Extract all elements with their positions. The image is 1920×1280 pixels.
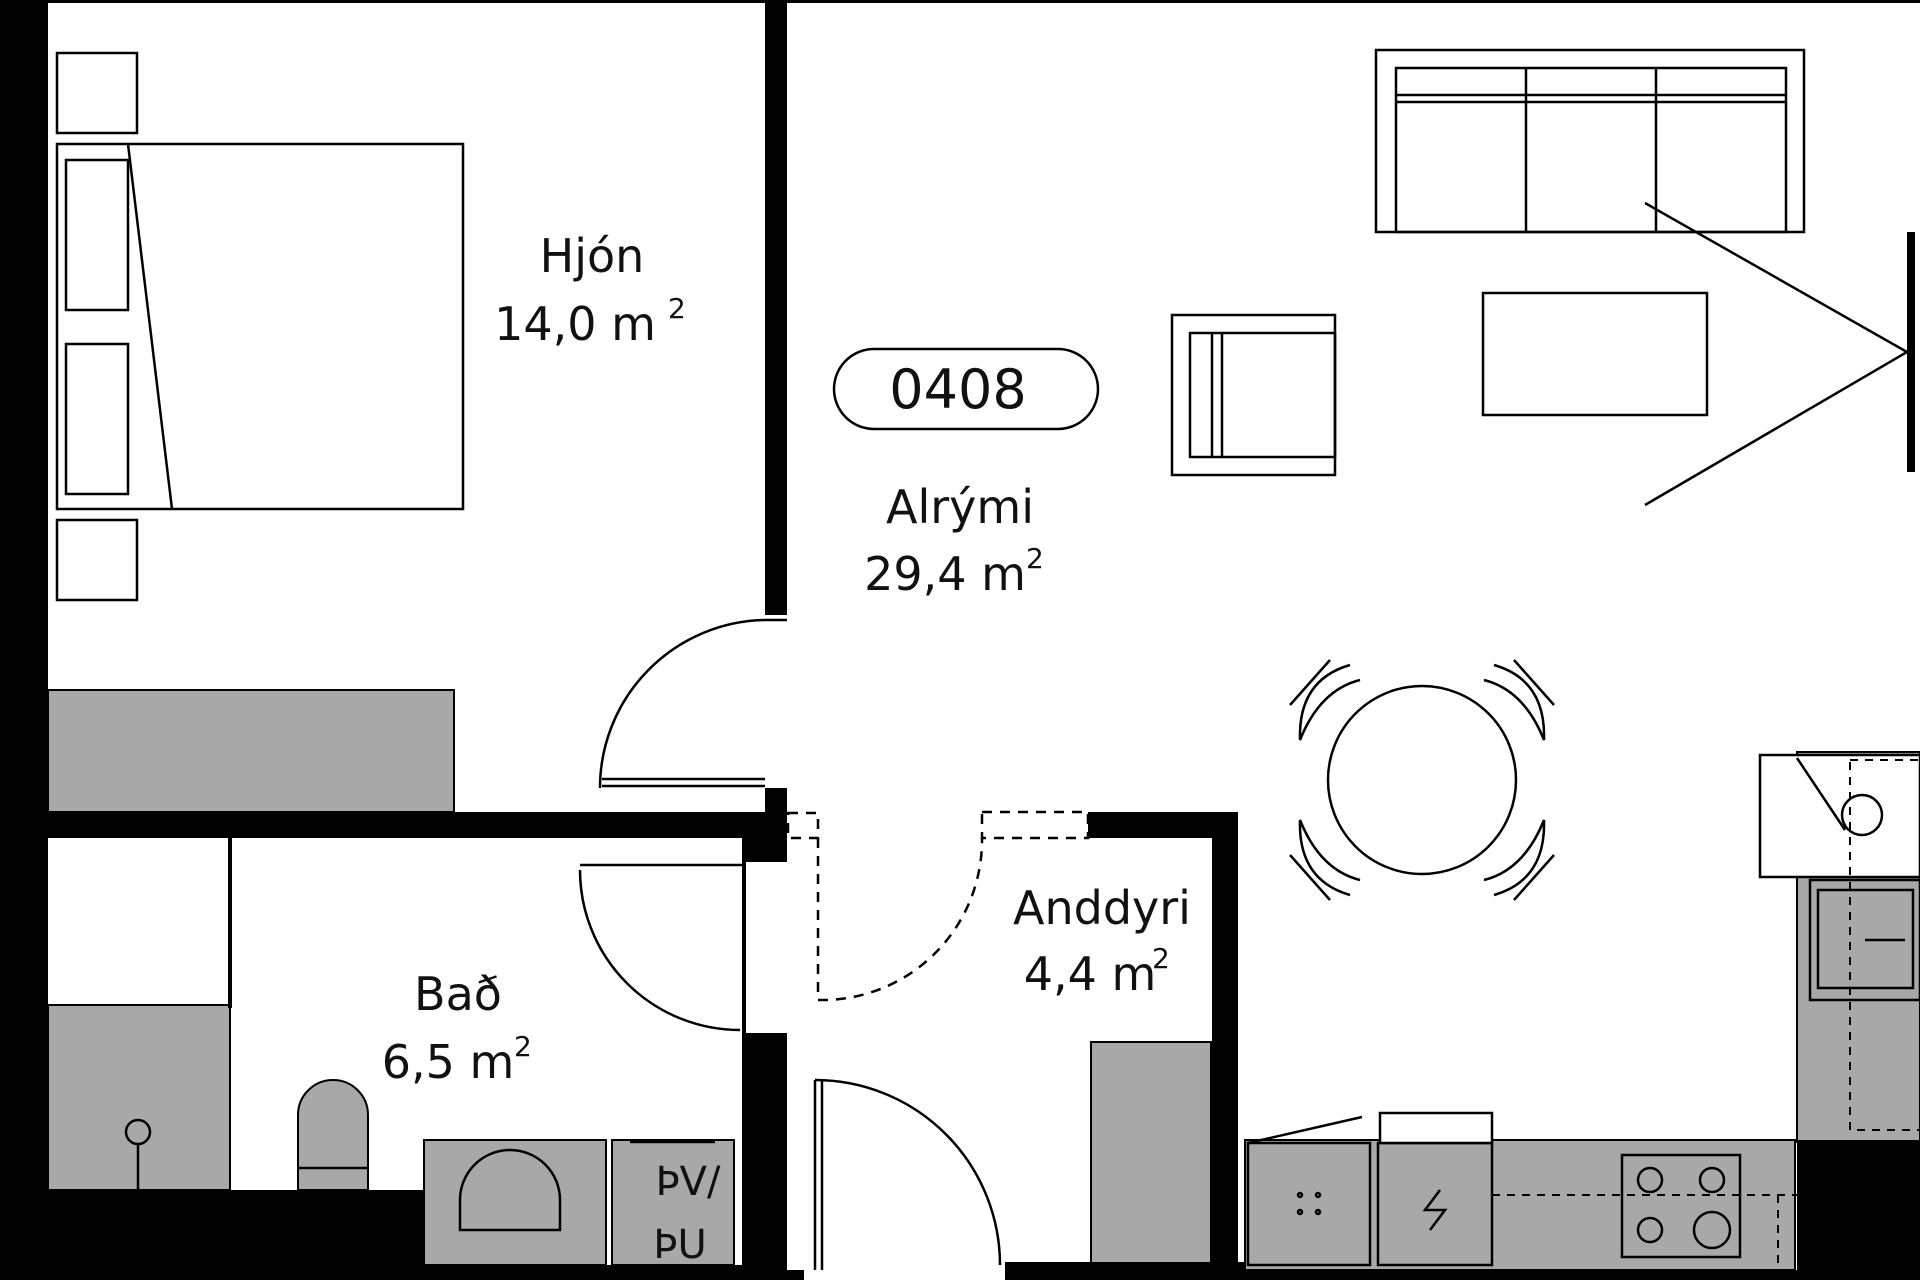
room-area-sup-hjon: 2 xyxy=(668,292,686,325)
tv-view-lines xyxy=(1644,201,1910,507)
wall-bedroom-right xyxy=(765,0,787,615)
wall-bottom-left xyxy=(48,1190,424,1280)
room-area-sup-alrymi: 2 xyxy=(1026,542,1044,575)
nightstand-bottom xyxy=(55,518,139,602)
wall-top xyxy=(0,0,1920,3)
wall-bottom-kitchen xyxy=(1238,1270,1798,1280)
wall-hall-right xyxy=(1212,812,1238,1280)
wall-bedroom-bottom xyxy=(48,812,787,838)
room-name-hjon: Hjón xyxy=(540,229,645,283)
cooktop xyxy=(1620,1153,1742,1259)
dining-table xyxy=(1326,684,1518,876)
sofa-outer xyxy=(1374,48,1806,234)
room-name-alrymi: Alrými xyxy=(886,480,1034,534)
wall-bottom-hall xyxy=(1005,1262,1245,1280)
room-name-anddyri: Anddyri xyxy=(1013,881,1191,935)
unit-number: 0408 xyxy=(889,358,1026,421)
wall-bottom-bath xyxy=(424,1265,787,1280)
dryer-cabinet xyxy=(611,1139,735,1266)
entry-door-swing xyxy=(814,1078,1002,1266)
burner-2 xyxy=(1698,1166,1726,1194)
dining-chairs xyxy=(1289,659,1555,901)
bath-door-swing xyxy=(578,869,741,1032)
kitchen-counter xyxy=(1244,1139,1796,1271)
room-area-sup-anddyri: 2 xyxy=(1152,942,1170,975)
sliding-door-hall-left xyxy=(786,811,820,840)
armchair-outer xyxy=(1170,313,1337,477)
room-area-hjon: 14,0 m xyxy=(494,297,656,351)
hall-door-swing xyxy=(817,837,984,1002)
oven-symbol-icon xyxy=(1422,1189,1448,1231)
armchair-inner xyxy=(1188,331,1337,459)
dishwasher-symbol-icon xyxy=(1296,1191,1322,1216)
room-area-bad: 6,5 m xyxy=(382,1035,515,1089)
hall-closet xyxy=(1090,1041,1212,1271)
sofa-inner xyxy=(1394,66,1788,234)
bedroom-door-swing xyxy=(598,618,766,789)
fridge xyxy=(1758,753,1920,879)
bed-fold-line xyxy=(126,143,174,510)
dishwasher xyxy=(1246,1141,1372,1267)
kitchen-sink-bowl xyxy=(1816,888,1915,990)
appliance-label-line2: ÞU xyxy=(653,1222,706,1268)
wall-bath-closet xyxy=(228,838,232,1008)
coffee-table xyxy=(1481,291,1709,417)
room-area-sup-bad: 2 xyxy=(514,1030,532,1063)
kitchen-tall-inner xyxy=(1849,759,1920,1131)
dishwasher-door xyxy=(1247,1115,1363,1145)
washing-machine-drum xyxy=(458,1148,562,1232)
kitchen-sink-outer xyxy=(1808,878,1920,1002)
unit-tag xyxy=(832,347,1100,431)
washing-machine-cabinet xyxy=(423,1139,607,1266)
wall-bath-right xyxy=(742,1033,787,1280)
wall-bath-top-stub xyxy=(742,812,787,862)
wardrobe xyxy=(47,689,455,813)
room-area-alrymi: 29,4 m xyxy=(864,547,1026,601)
wall-bottom-entry xyxy=(787,1270,804,1280)
burner-3 xyxy=(1636,1216,1664,1244)
burner-4 xyxy=(1692,1210,1732,1250)
window-right xyxy=(1907,232,1915,472)
wall-left xyxy=(0,0,48,1280)
burner-1 xyxy=(1636,1166,1664,1194)
wall-bottom-right xyxy=(1797,1140,1920,1280)
room-name-bad: Bað xyxy=(414,967,502,1021)
nightstand-top xyxy=(55,51,139,135)
kitchen-fan xyxy=(1840,793,1884,837)
room-area-anddyri: 4,4 m xyxy=(1024,947,1157,1001)
kitchen-fan-line xyxy=(1795,757,1847,831)
appliance-label-line1: ÞV/ xyxy=(655,1159,721,1205)
bed xyxy=(55,142,465,511)
sliding-door-hall-top xyxy=(980,810,1090,840)
pillow-1 xyxy=(64,158,130,312)
wall-bath-right-upper xyxy=(742,838,746,1033)
oven-top xyxy=(1378,1111,1494,1145)
toilet xyxy=(297,1079,369,1191)
pillow-2 xyxy=(64,342,130,496)
